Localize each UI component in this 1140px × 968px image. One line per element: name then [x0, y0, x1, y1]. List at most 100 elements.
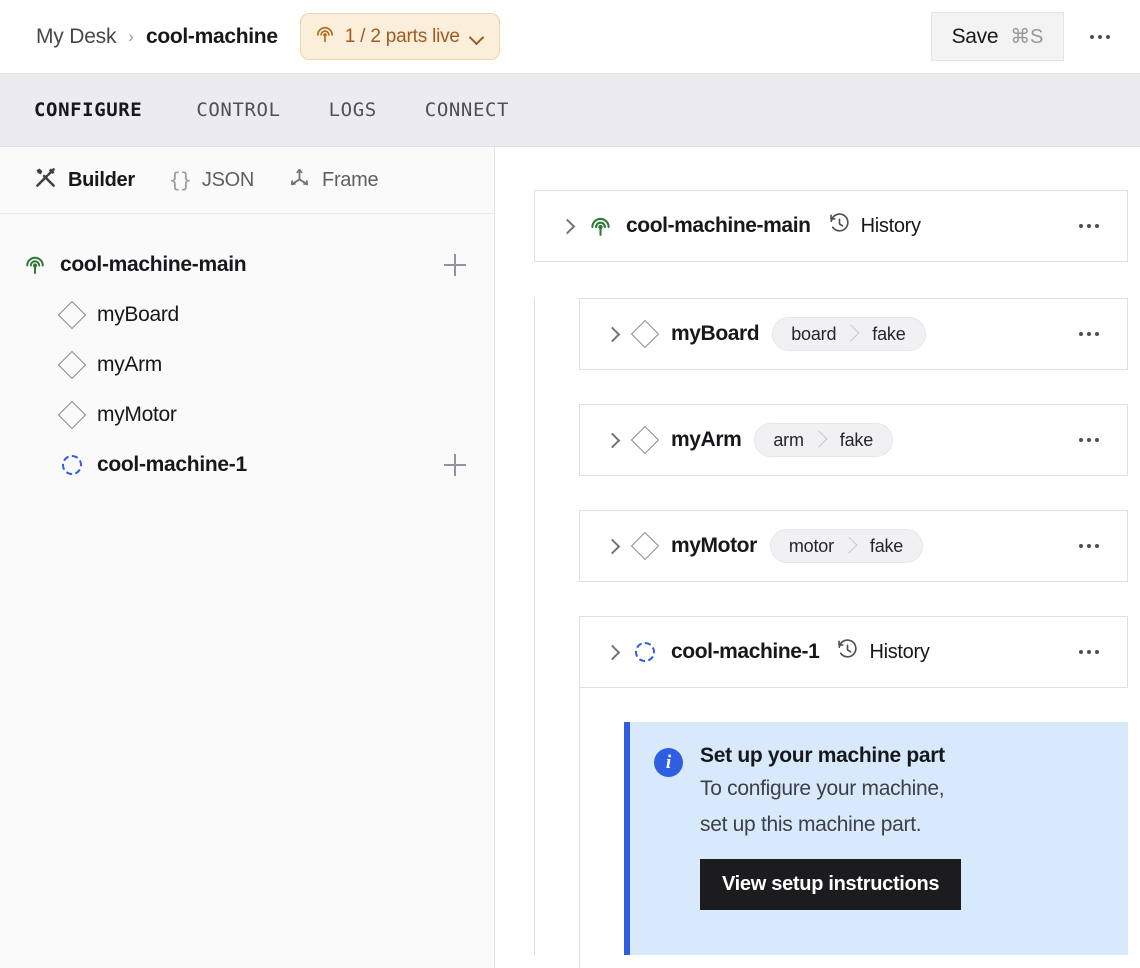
subtab-frame[interactable]: Frame — [288, 166, 378, 194]
part-card-row: myArm arm fake — [579, 404, 1128, 476]
app-header: My Desk › cool-machine 1 / 2 parts live … — [0, 0, 1140, 74]
callout-body: Set up your machine part To configure yo… — [700, 744, 961, 929]
body-split: Builder {} JSON Frame — [0, 147, 1140, 968]
dashed-circle-icon — [59, 455, 85, 475]
subtab-json-label: JSON — [202, 169, 254, 192]
more-options-icon[interactable] — [1067, 322, 1111, 346]
callout-text-line-1: To configure your machine, — [700, 771, 961, 807]
radar-icon — [22, 253, 48, 277]
callout-text-line-2: set up this machine part. — [700, 807, 961, 843]
part-type-chip: motor fake — [770, 529, 923, 563]
nested-parts-group: myBoard board fake myArm arm — [534, 298, 1128, 955]
header-actions: Save ⌘S — [931, 12, 1124, 61]
tab-connect[interactable]: CONNECT — [401, 99, 533, 121]
machine-root-card[interactable]: cool-machine-main History — [534, 190, 1128, 262]
part-card-myboard[interactable]: myBoard board fake — [579, 298, 1128, 370]
history-label: History — [861, 215, 921, 238]
add-part-icon[interactable] — [444, 254, 466, 276]
more-options-icon[interactable] — [1067, 214, 1111, 238]
subtab-json[interactable]: {} JSON — [169, 168, 254, 192]
callout-title: Set up your machine part — [700, 744, 961, 768]
chevron-down-icon — [469, 29, 485, 45]
save-button[interactable]: Save ⌘S — [931, 12, 1064, 61]
clock-history-icon — [836, 638, 859, 666]
part-card-row: myMotor motor fake — [579, 510, 1128, 582]
tree-item-label: cool-machine-1 — [97, 453, 247, 477]
save-shortcut-label: ⌘S — [1010, 24, 1043, 49]
axes-icon — [288, 166, 311, 194]
chevron-right-icon[interactable] — [557, 216, 577, 236]
chevron-right-icon — [814, 424, 827, 456]
card-title: myMotor — [671, 534, 757, 558]
part-card-mymotor[interactable]: myMotor motor fake — [579, 510, 1128, 582]
chevron-right-icon[interactable] — [602, 536, 622, 556]
more-options-icon[interactable] — [1076, 23, 1124, 51]
tree-item-label: myArm — [97, 353, 162, 377]
part-card-row: myBoard board fake — [579, 298, 1128, 370]
chevron-right-icon — [844, 530, 857, 562]
chevron-right-icon[interactable] — [602, 324, 622, 344]
tree-item-myarm[interactable]: myArm — [0, 340, 494, 390]
chip-model-label: fake — [859, 318, 924, 350]
view-setup-instructions-button[interactable]: View setup instructions — [700, 859, 961, 910]
sidebar-subtabs: Builder {} JSON Frame — [0, 147, 494, 214]
chevron-right-icon[interactable] — [602, 430, 622, 450]
chevron-right-icon — [846, 318, 859, 350]
chip-model-label: fake — [857, 530, 922, 562]
parts-live-badge[interactable]: 1 / 2 parts live — [300, 13, 500, 60]
tree-item-label: myMotor — [97, 403, 177, 427]
diamond-icon — [632, 324, 658, 344]
part-type-chip: arm fake — [754, 423, 893, 457]
part-card-row: cool-machine-1 History — [579, 616, 1128, 688]
chevron-right-icon[interactable] — [602, 642, 622, 662]
tree-item-cool-machine-1[interactable]: cool-machine-1 — [0, 440, 494, 490]
card-title: cool-machine-1 — [671, 640, 819, 664]
breadcrumb-separator-icon: › — [128, 27, 134, 47]
setup-callout-wrap: i Set up your machine part To configure … — [579, 722, 1128, 955]
tab-configure[interactable]: CONFIGURE — [34, 99, 172, 121]
card-title: myArm — [671, 428, 741, 452]
diamond-icon — [59, 305, 85, 325]
breadcrumb: My Desk › cool-machine — [36, 25, 278, 49]
sidebar: Builder {} JSON Frame — [0, 147, 495, 968]
part-card-myarm[interactable]: myArm arm fake — [579, 404, 1128, 476]
tree-item-label: cool-machine-main — [60, 253, 246, 277]
subtab-builder[interactable]: Builder — [34, 166, 135, 194]
chip-type-label: motor — [771, 530, 844, 562]
machine-tree: cool-machine-main myBoard myArm myMotor … — [0, 214, 494, 490]
main-tabbar: CONFIGURE CONTROL LOGS CONNECT — [0, 74, 1140, 147]
parts-live-label: 1 / 2 parts live — [345, 26, 460, 48]
tree-item-mymotor[interactable]: myMotor — [0, 390, 494, 440]
subtab-frame-label: Frame — [322, 169, 378, 192]
diamond-icon — [59, 405, 85, 425]
chip-type-label: arm — [755, 424, 813, 456]
history-button[interactable]: History — [836, 638, 929, 666]
add-part-icon[interactable] — [444, 454, 466, 476]
more-options-icon[interactable] — [1067, 640, 1111, 664]
card-title: myBoard — [671, 322, 759, 346]
breadcrumb-current: cool-machine — [146, 25, 278, 49]
subtab-builder-label: Builder — [68, 169, 135, 192]
card-title: cool-machine-main — [626, 214, 811, 238]
diamond-icon — [632, 430, 658, 450]
dashed-circle-icon — [632, 642, 658, 662]
history-label: History — [869, 641, 929, 664]
history-button[interactable]: History — [828, 212, 921, 240]
radar-icon — [314, 23, 336, 50]
diamond-icon — [59, 355, 85, 375]
info-icon: i — [654, 748, 683, 777]
tree-item-cool-machine-main[interactable]: cool-machine-main — [0, 240, 494, 290]
setup-callout: i Set up your machine part To configure … — [624, 722, 1128, 955]
more-options-icon[interactable] — [1067, 534, 1111, 558]
part-type-chip: board fake — [772, 317, 925, 351]
tab-control[interactable]: CONTROL — [172, 99, 304, 121]
tab-logs[interactable]: LOGS — [305, 99, 401, 121]
clock-history-icon — [828, 212, 851, 240]
part-card-cool-machine-1[interactable]: cool-machine-1 History — [579, 616, 1128, 688]
tree-item-myboard[interactable]: myBoard — [0, 290, 494, 340]
save-button-label: Save — [952, 25, 999, 49]
breadcrumb-parent-link[interactable]: My Desk — [36, 25, 116, 49]
diamond-icon — [632, 536, 658, 556]
more-options-icon[interactable] — [1067, 428, 1111, 452]
braces-icon: {} — [169, 168, 191, 192]
